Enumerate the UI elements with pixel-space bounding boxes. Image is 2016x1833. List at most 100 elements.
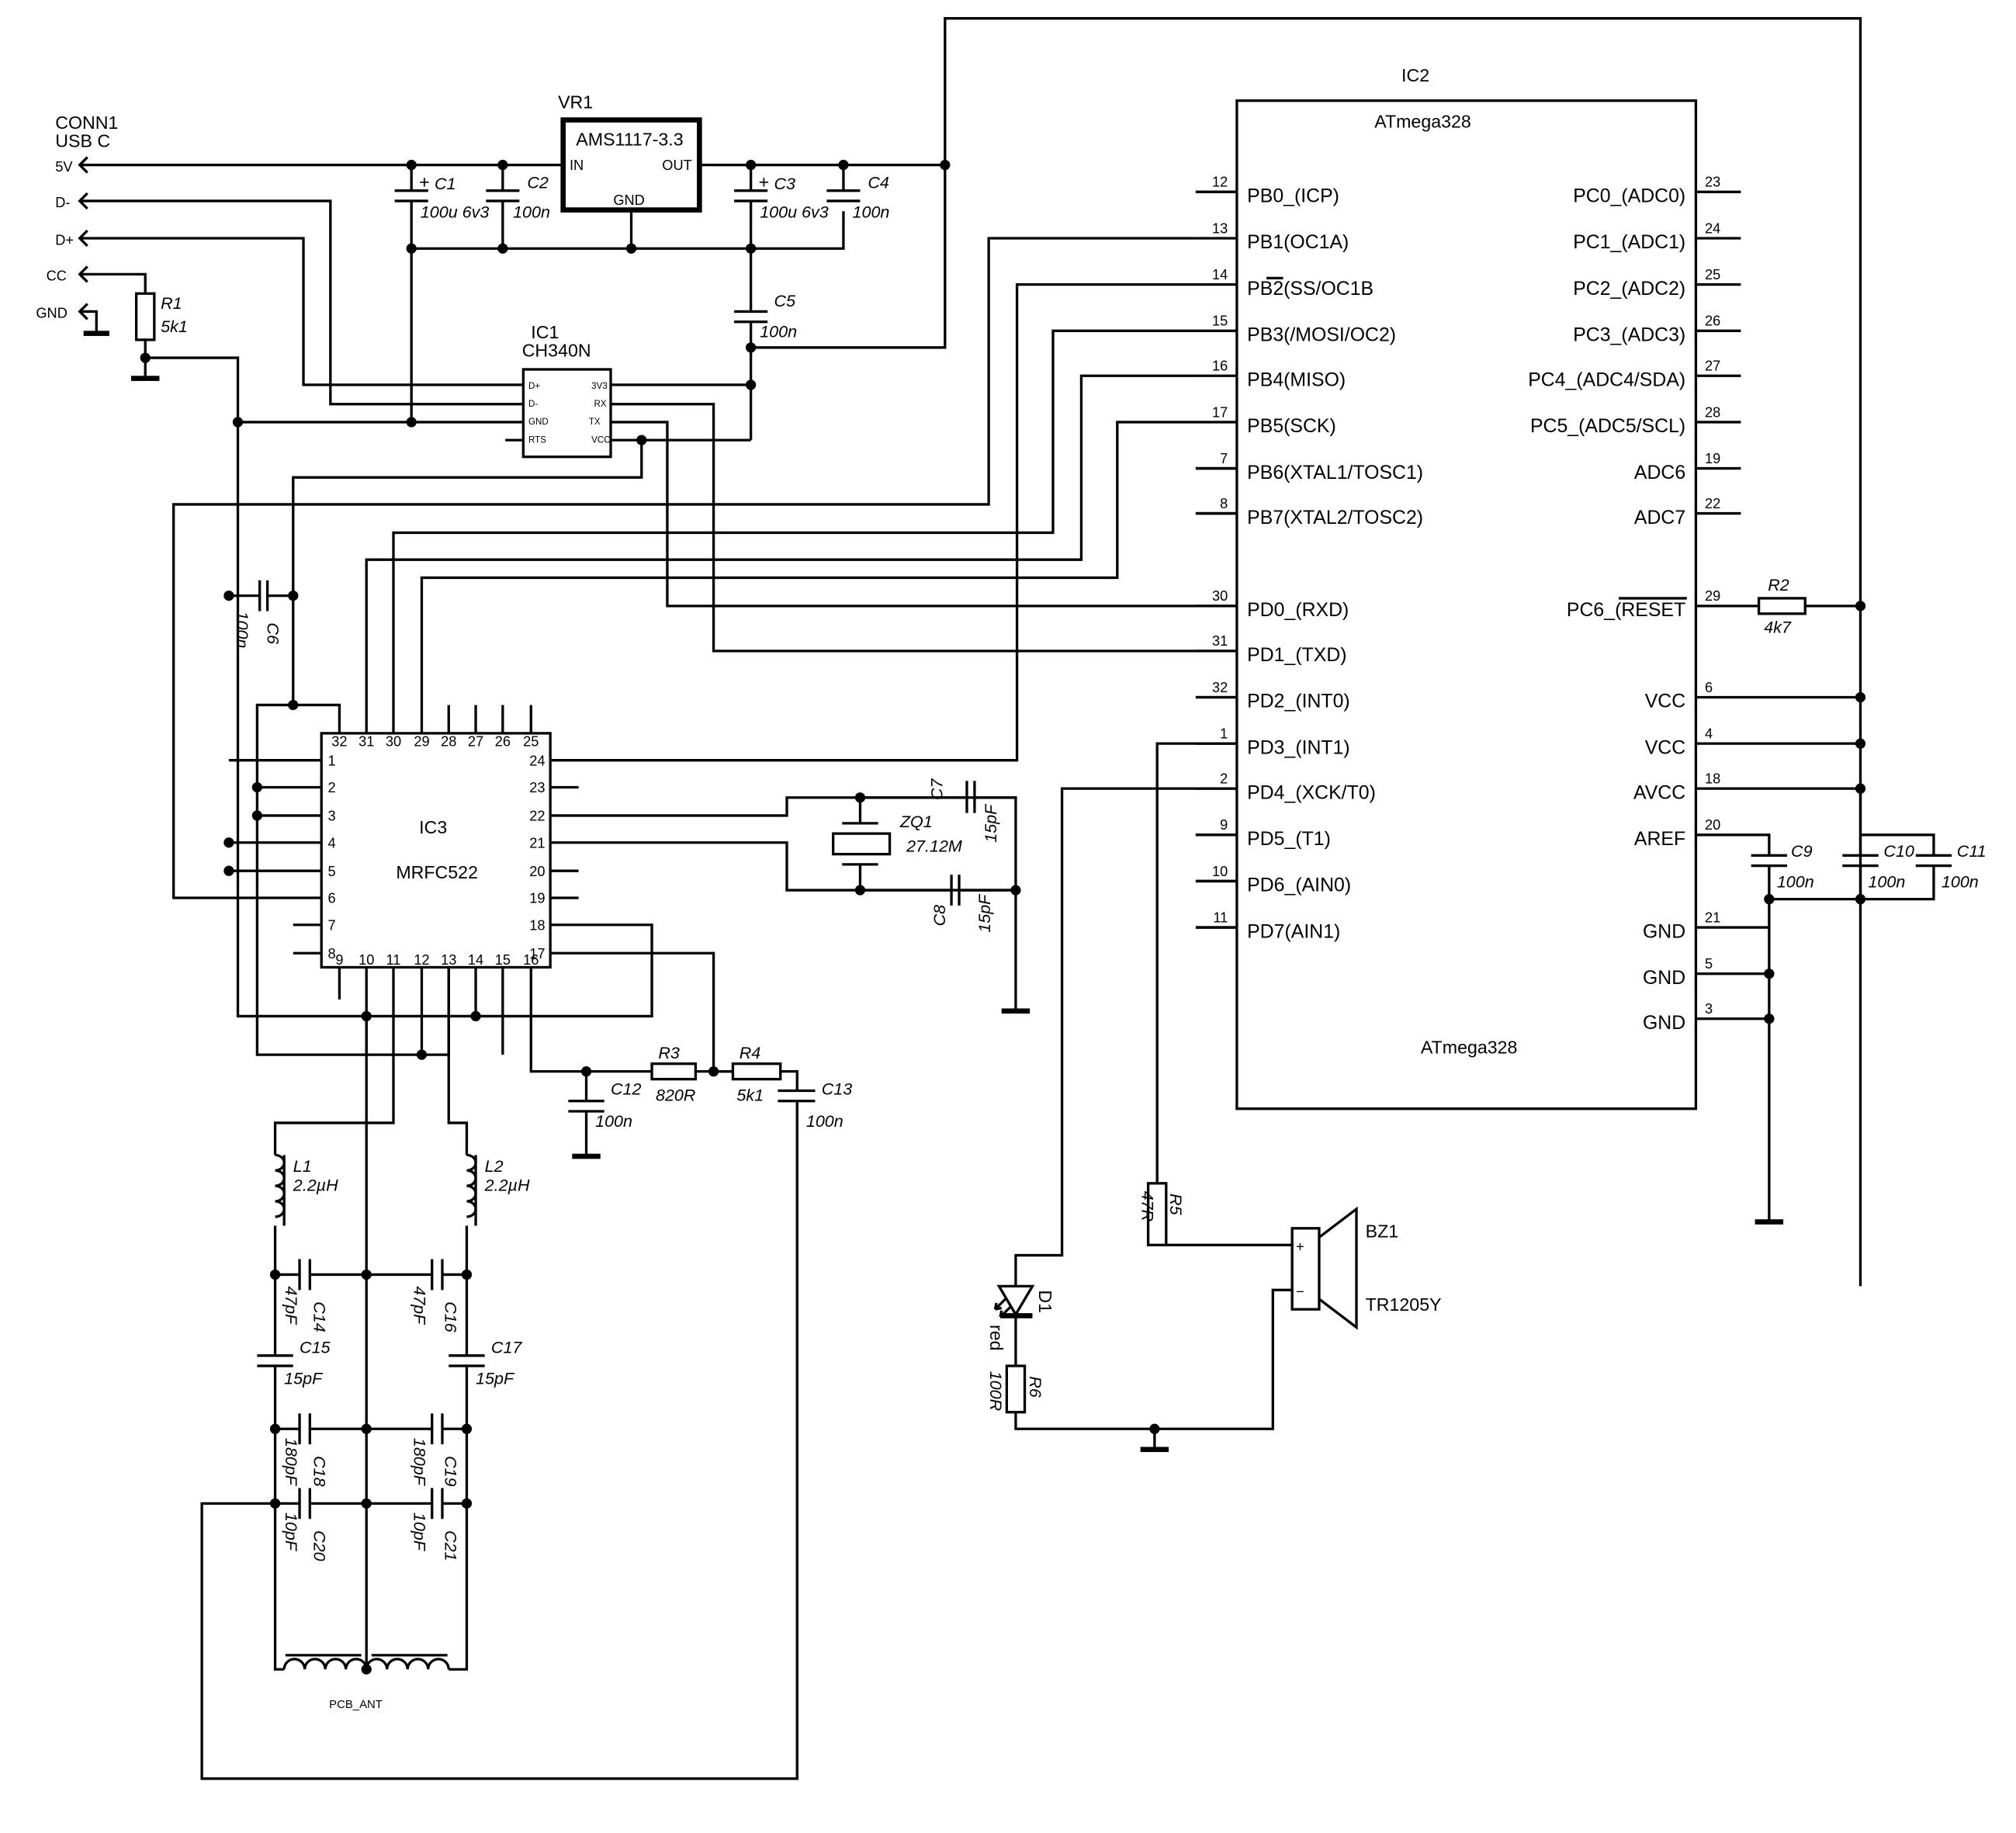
ic2-ref: IC2 [1401,65,1429,85]
cap-c3: + C3 100u 6v3 [734,172,829,221]
conn1-pin-dminus: D- [55,195,70,210]
ic2-pin-number: 15 [1212,314,1228,329]
cap-c7: C7 15pF [860,778,1000,843]
svg-text:C21: C21 [441,1530,459,1561]
cap-c8: C8 15pF [860,875,1016,933]
ic2-pin-name: VCC [1645,737,1685,758]
ic3-pin-number: 4 [328,835,336,851]
ic3-pin-number: 18 [529,917,545,933]
ic3-pin-number: 12 [414,952,429,968]
svg-text:100n: 100n [233,611,251,648]
svg-text:+: + [759,172,770,192]
ic2-pin-name: PB4(MISO) [1247,370,1346,391]
svg-text:2.2µH: 2.2µH [293,1176,338,1195]
vr1-pin-in: IN [570,158,584,173]
cap-c2: C2 100n [486,173,550,221]
svg-text:−: − [1296,1284,1304,1300]
ic2-pin-name: PC6_(RESET [1567,600,1685,621]
svg-text:GND: GND [528,418,549,427]
svg-text:47pF: 47pF [410,1286,429,1325]
ic2-pin-name: PD2_(INT0) [1247,691,1350,712]
svg-text:4k7: 4k7 [1764,619,1792,637]
ic2-pin-number: 23 [1705,175,1720,190]
ic2-pin-name: PC1_(ADC1) [1573,232,1685,253]
svg-text:D+: D+ [528,382,540,391]
ic2-pin-number: 4 [1705,726,1713,742]
ic2-pin-number: 26 [1705,314,1720,329]
ic3-pin-number: 30 [386,733,401,749]
svg-text:C20: C20 [310,1530,328,1561]
svg-text:TR1205Y: TR1205Y [1366,1294,1442,1315]
ic2-pin-name: PD3_(INT1) [1247,737,1350,758]
ic2-pin-number: 3 [1705,1001,1713,1017]
ic3-ref: IC3 [419,817,447,837]
resistor-r2: R2 4k7 [1757,576,1806,637]
svg-text:+: + [419,172,430,192]
vr1-pin-gnd: GND [613,192,645,208]
ic2-pin-number: 19 [1705,451,1720,466]
ic2-pin-name: PB1(OC1A) [1247,232,1349,253]
ic2-part-bottom: ATmega328 [1421,1037,1518,1057]
vr1-pin-out: OUT [662,158,691,173]
svg-text:C11: C11 [1957,842,1987,861]
ic2-pin-number: 9 [1220,817,1228,833]
ground-icon [1140,1447,1169,1453]
ic3-pin-number: 22 [529,809,545,824]
svg-text:D-: D- [528,400,538,409]
ic3-pin-number: 19 [529,891,545,906]
ic2-pin-name: AREF [1634,829,1685,850]
ic2-pin-name: PB5(SCK) [1247,416,1336,437]
svg-text:C16: C16 [441,1301,459,1332]
svg-text:BZ1: BZ1 [1366,1221,1399,1241]
svg-text:VCC: VCC [591,435,610,445]
svg-text:C1: C1 [435,175,456,193]
ic2-part-top: ATmega328 [1374,111,1471,131]
ic2-pin-name: PC2_(ADC2) [1573,279,1685,300]
svg-text:180pF: 180pF [282,1438,300,1487]
svg-text:27.12M: 27.12M [906,837,962,855]
conn1-pin-dplus: D+ [55,232,74,248]
ic2-pin-number: 22 [1705,496,1720,511]
conn1-pin-5v: 5V [55,159,73,175]
ic2-pin-number: 29 [1705,588,1720,604]
svg-text:C13: C13 [822,1079,853,1098]
resistor-r3: R3 820R [650,1044,698,1105]
vr1-part: AMS1117-3.3 [576,130,683,150]
cap-c4: C4 100n [826,173,889,221]
svg-text:100n: 100n [1868,873,1905,892]
ic2-pin-number: 31 [1212,633,1228,649]
ic2-pin-number: 25 [1705,267,1720,282]
ic2-pin-name: PC3_(ADC3) [1573,325,1685,346]
ic1-part: CH340N [522,340,591,360]
svg-text:C4: C4 [868,173,889,192]
ic2-pin-name: GND [1643,1013,1685,1034]
ic2-pin-name: PD7(AIN1) [1247,921,1340,942]
svg-text:C8: C8 [930,905,949,927]
ic2-pin-number: 1 [1220,726,1228,742]
vr1-regulator: VR1 AMS1117-3.3 IN OUT GND [558,92,702,213]
crystal-zq1: ZQ1 27.12M [832,813,962,866]
pcb-antenna: PCB_ANT [282,1654,450,1711]
svg-text:100n: 100n [1942,873,1979,892]
ic2-pin-number: 7 [1220,451,1228,466]
ic2-pin-number: 5 [1705,956,1713,972]
svg-text:5k1: 5k1 [736,1086,764,1105]
conn1-pin-cc: CC [47,269,67,284]
ic2-pin-number: 30 [1212,588,1228,604]
ic3-part: MRFC522 [396,862,478,882]
cap-c18: 180pF C18 [282,1413,328,1487]
ic2-pin-number: 11 [1213,910,1228,925]
ic3-pin-number: 8 [328,946,336,962]
cap-c11: C11 100n [1915,842,1987,892]
ic2-pin-name: PD0_(RXD) [1247,600,1349,621]
ic2-pin-name: PB0_(ICP) [1247,186,1339,207]
ic3-pin-number: 25 [523,733,539,749]
svg-text:L1: L1 [293,1157,312,1176]
ic2-pin-number: 20 [1705,817,1720,833]
ic2-pin-number: 2 [1220,771,1228,787]
ic1-ch340n: IC1 CH340N D+ D- GND RTS 3V3 RX TX VCC [522,322,612,459]
cap-c12: C12 100n [568,1079,642,1131]
svg-text:R6: R6 [1026,1376,1044,1398]
